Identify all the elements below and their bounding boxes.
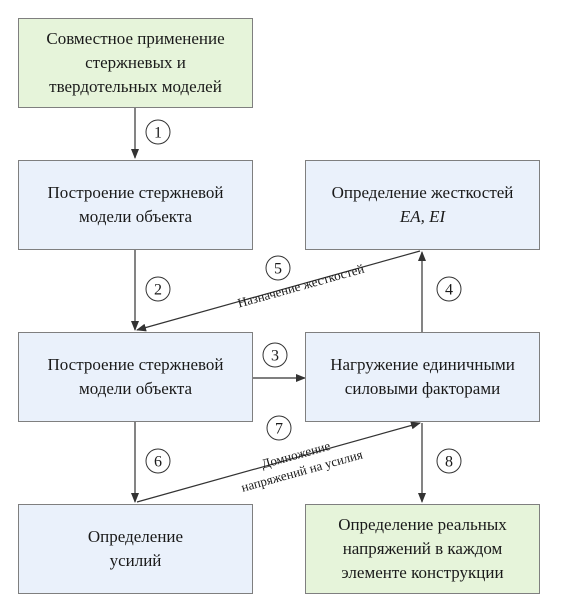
box-unit-loading: Нагружение единичными силовыми факторами (305, 332, 540, 422)
step-number-2: 2 (154, 282, 162, 299)
box-build-rod-2-line-2: модели объекта (78, 379, 193, 398)
box-combined-models: Совместное применение стержневых и тверд… (18, 18, 253, 108)
box-build-rod-1-line-1: Построение стержневой (47, 183, 224, 202)
box-forces: Определение усилий (18, 504, 253, 594)
box-stiffness: Определение жесткостей EA, EI (305, 160, 540, 250)
box-stiffness-line-2: EA, EI (399, 207, 446, 226)
box-combined-line-2: стержневых и (85, 53, 186, 72)
step-number-1: 1 (154, 125, 162, 142)
step-number-4: 4 (445, 282, 453, 299)
box-build-rod-model-1: Построение стержневой модели объекта (18, 160, 253, 250)
step-number-8: 8 (445, 454, 453, 471)
edge-label-assign-stiffness: Назначение жесткостей (236, 261, 366, 311)
box-stiffness-line-1: Определение жесткостей (331, 183, 514, 202)
box-forces-line-1: Определение (87, 527, 184, 546)
box-forces-line-2: усилий (109, 551, 162, 570)
step-badge-4: 4 (436, 276, 462, 302)
box-build-rod-2-line-1: Построение стержневой (47, 355, 224, 374)
box-combined-line-1: Совместное применение (46, 29, 225, 48)
box-build-rod-1-line-2: модели объекта (78, 207, 193, 226)
step-badge-3: 3 (262, 342, 288, 368)
step-number-6: 6 (154, 454, 162, 471)
box-real-stresses-line-2: напряжений в каждом (342, 539, 503, 558)
box-combined-line-3: твердотельных моделей (49, 77, 222, 96)
step-badge-1: 1 (145, 119, 171, 145)
box-unit-loading-line-2: силовыми факторами (344, 379, 501, 398)
step-badge-8: 8 (436, 448, 462, 474)
box-unit-loading-line-1: Нагружение единичными (330, 355, 515, 374)
step-badge-5: 5 (265, 255, 291, 281)
box-real-stresses-line-3: элементе конструкции (341, 563, 504, 582)
arrow-step-7 (136, 421, 421, 503)
box-build-rod-model-2: Построение стержневой модели объекта (18, 332, 253, 422)
box-real-stresses: Определение реальных напряжений в каждом… (305, 504, 540, 594)
step-badge-2: 2 (145, 276, 171, 302)
arrow-step-5 (136, 250, 421, 332)
box-real-stresses-line-1: Определение реальных (338, 515, 507, 534)
step-badge-6: 6 (145, 448, 171, 474)
step-number-5: 5 (274, 261, 282, 278)
step-number-7: 7 (275, 421, 283, 438)
step-badge-7: 7 (266, 415, 292, 441)
step-number-3: 3 (271, 348, 279, 365)
